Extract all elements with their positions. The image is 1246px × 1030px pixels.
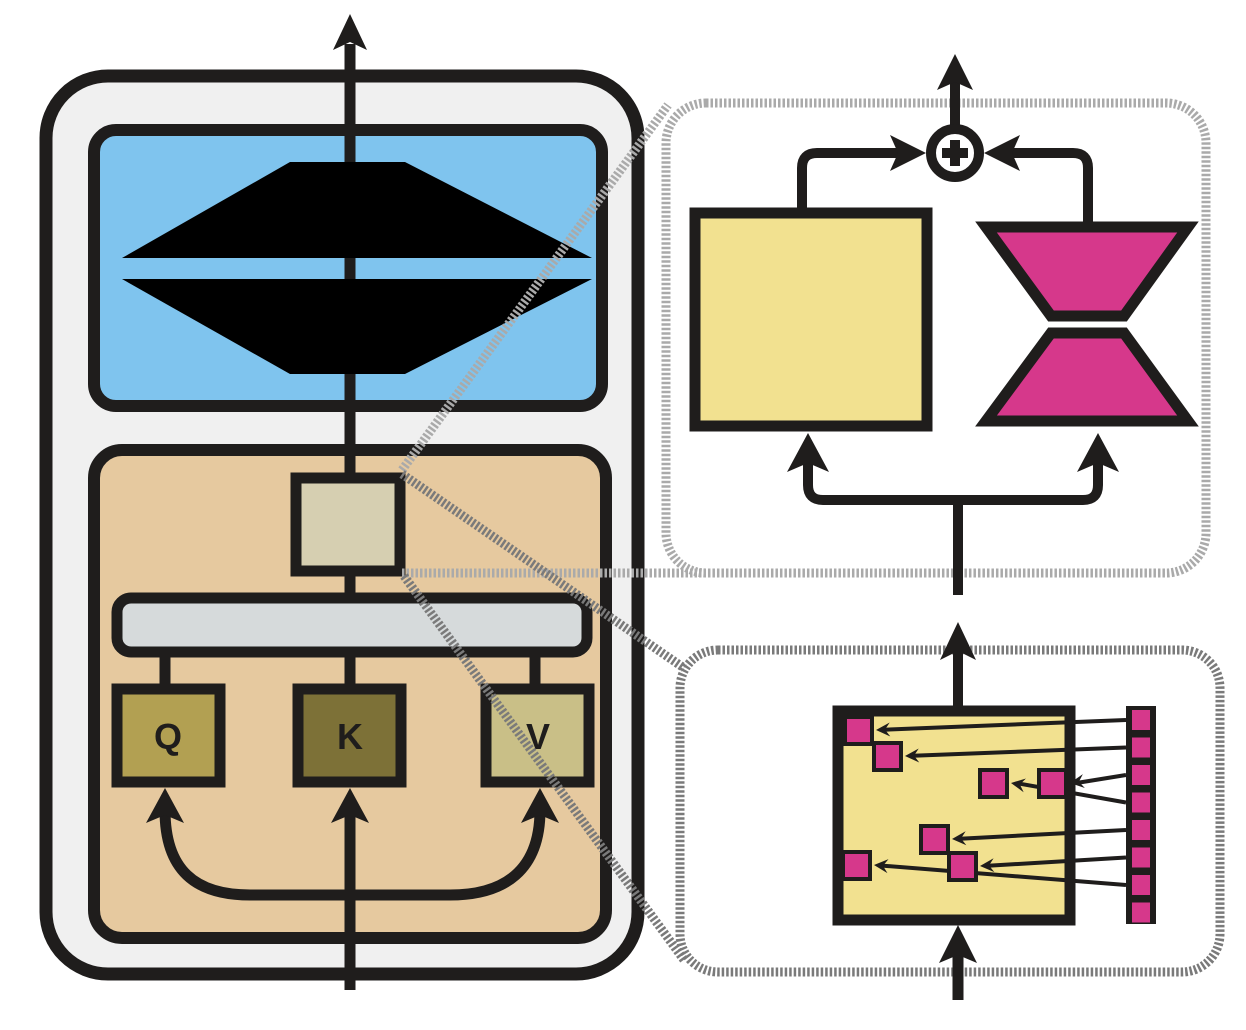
output-arrow-icon [333,14,367,50]
updated-weight-cell [978,768,1009,799]
update-arrow-line [1018,781,1127,805]
inset-top-right-input-arrow-icon [1077,433,1119,472]
inset-bottom-input-arrow-icon [939,925,977,963]
q-head[interactable]: Q [111,683,226,788]
q-box[interactable] [111,683,226,788]
zoom-lines [398,102,710,963]
updated-weight-cell [843,715,874,746]
updated-weight-cell [841,850,872,881]
inset-top [661,54,1211,595]
update-arrowhead-icon [980,858,995,873]
k-head[interactable]: K [292,683,407,788]
inset-bottom [675,622,1225,1000]
update-arrowhead-icon [905,748,920,763]
update-arrows [874,718,1127,887]
update-target-cells [841,715,1068,882]
left-branch-line [797,148,905,210]
bottleneck-up-trapezoid [975,327,1199,427]
source-cell [1132,875,1150,895]
source-cell [1132,710,1150,730]
output-projection-box[interactable] [290,472,406,577]
right-branch-arrow-icon [984,135,1020,171]
inset-top-left-input-arrow-icon [787,433,829,472]
left-branch-arrow-icon [890,135,926,171]
updated-weight-cell [947,851,978,882]
update-arrow-line [959,828,1127,841]
update-arrowhead-icon [1011,778,1026,793]
v-input-arrow-icon [521,788,559,823]
transformer-block: Q K V [39,14,645,990]
zoom-line-top-diagonal [398,102,672,473]
v-label: V [526,716,550,757]
inset-top-split-line [803,460,1103,505]
attention-mix-bar[interactable] [111,592,593,658]
source-cell [1132,847,1150,868]
source-cell [1132,820,1150,840]
update-arrow-line [987,855,1127,868]
inset-bottom-output-arrow-icon [940,622,976,660]
updated-weight-cell [919,824,950,855]
zoom-line-bottom-upper [399,470,687,672]
k-input-arrow-icon [331,788,369,823]
source-cell [1132,737,1150,758]
update-arrowhead-icon [1070,774,1085,788]
inset-top-output-arrow-icon [937,54,973,90]
k-label: K [337,716,363,757]
update-arrowhead-icon [876,722,891,737]
plus-icon [942,140,968,166]
dense-linear-box[interactable] [689,207,933,432]
update-arrow-line [1077,773,1127,785]
source-cell [1132,765,1150,785]
update-source-cells [1132,710,1150,923]
update-arrowhead-icon [874,859,889,874]
update-arrow-line [881,863,1127,887]
k-box[interactable] [292,683,407,788]
low-rank-bottleneck[interactable] [975,221,1199,427]
right-branch-line [1005,148,1093,222]
update-arrow-line [912,745,1127,758]
zoom-line-bottom-lower [400,573,688,963]
ffn-contract-shape [122,279,592,374]
q-label: Q [154,716,182,757]
q-input-arrow-icon [146,788,184,823]
ffn-expand-shape [122,162,592,258]
updated-weight-cell [1037,768,1068,799]
bottleneck-down-trapezoid [975,221,1199,322]
update-arrowhead-icon [952,831,967,846]
source-cell [1132,902,1150,923]
update-arrow-line [883,718,1127,732]
source-cell [1132,792,1150,813]
updated-weight-cell [872,741,903,772]
